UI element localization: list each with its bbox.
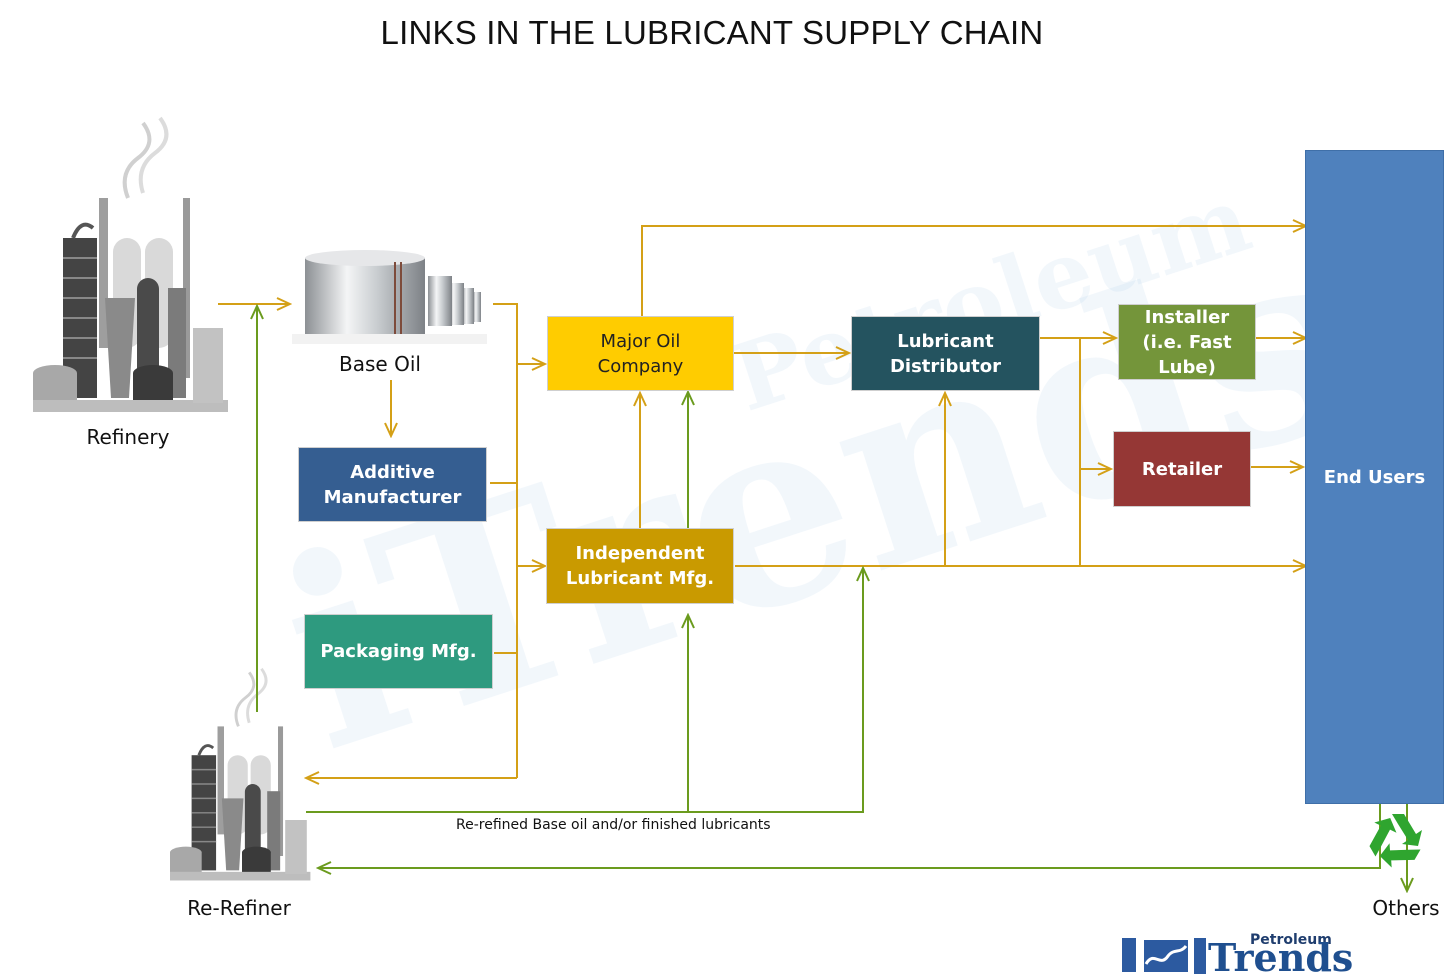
node-major-oil-company-label: Major Oil Company — [597, 330, 684, 377]
node-lubricant-distributor: Lubricant Distributor — [851, 316, 1040, 391]
supply-flow-lines — [218, 226, 1306, 778]
logo-word-main: Trends — [1208, 935, 1354, 980]
base-oil-tanks-illustration — [292, 250, 487, 344]
page-title: LINKS IN THE LUBRICANT SUPPLY CHAIN — [380, 14, 1044, 51]
node-independent-lubricant-mfg: Independent Lubricant Mfg. — [546, 528, 734, 604]
node-independent-lubricant-mfg-label: Independent Lubricant Mfg. — [565, 543, 715, 589]
node-end-users: End Users — [1305, 150, 1444, 804]
label-rerefined-flow: Re-refined Base oil and/or finished lubr… — [456, 817, 771, 833]
logo-i-icon — [1194, 938, 1206, 974]
node-additive-manufacturer-label: Additive Manufacturer — [323, 461, 462, 508]
brand-logo: Petroleum Trends — [1122, 932, 1382, 980]
label-re-refiner: Re-Refiner — [187, 896, 291, 920]
re-refiner-illustration — [168, 667, 312, 882]
refinery-illustration — [31, 116, 230, 414]
recycle-icon — [1369, 814, 1422, 868]
logo-bar-icon — [1122, 938, 1136, 972]
node-additive-manufacturer: Additive Manufacturer — [298, 447, 487, 522]
node-packaging-mfg: Packaging Mfg. — [304, 614, 493, 689]
recycle-flow-lines — [257, 306, 1407, 891]
node-major-oil-company: Major Oil Company — [547, 316, 734, 391]
label-base-oil: Base Oil — [339, 352, 421, 376]
node-installer-label: Installer (i.e. Fast Lube) — [1142, 306, 1232, 378]
node-end-users-label: End Users — [1323, 466, 1426, 488]
logo-word-top: Petroleum — [1250, 932, 1332, 948]
node-retailer-label: Retailer — [1141, 458, 1223, 480]
label-others: Others — [1372, 896, 1440, 920]
node-installer: Installer (i.e. Fast Lube) — [1118, 304, 1256, 380]
node-packaging-mfg-label: Packaging Mfg. — [320, 641, 477, 662]
node-lubricant-distributor-label: Lubricant Distributor — [889, 330, 1002, 377]
logo-wave-icon — [1144, 940, 1188, 972]
label-refinery: Refinery — [86, 425, 170, 449]
node-retailer: Retailer — [1113, 431, 1251, 507]
